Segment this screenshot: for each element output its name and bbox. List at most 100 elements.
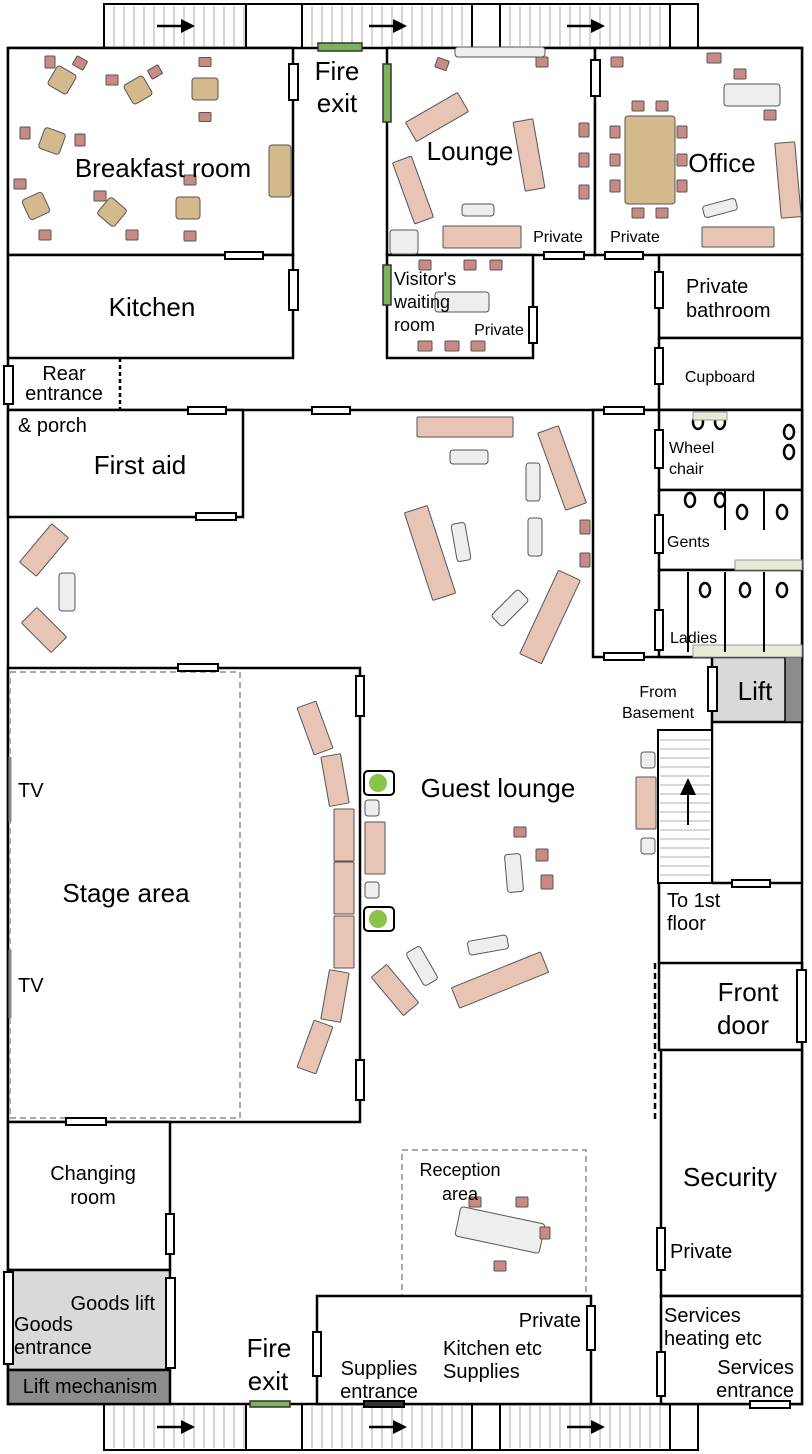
sofa xyxy=(296,700,334,756)
table xyxy=(191,77,219,101)
coffee-table xyxy=(491,589,529,627)
door xyxy=(654,609,664,651)
lift-mechanism-strip xyxy=(784,656,803,723)
chair xyxy=(105,74,119,86)
toilet-icon xyxy=(782,443,796,461)
chair xyxy=(463,259,477,271)
chair xyxy=(444,340,460,352)
coffee-table xyxy=(525,462,541,502)
coffee-table xyxy=(504,853,524,893)
front-door-room xyxy=(657,961,804,1052)
door xyxy=(165,1277,176,1369)
toilet-icon xyxy=(735,503,749,521)
label-private: Private xyxy=(474,322,524,339)
fire-door xyxy=(382,264,392,306)
sofa xyxy=(519,570,581,664)
furniture xyxy=(13,46,803,1272)
table xyxy=(175,196,201,220)
sofa xyxy=(451,951,549,1009)
stairs-arrow-head-icon xyxy=(680,778,696,795)
chair xyxy=(38,229,52,241)
chair xyxy=(198,112,212,122)
label-cupboard: Cupboard xyxy=(685,369,755,386)
label-fire-exit-top: exit xyxy=(317,88,358,118)
door xyxy=(654,429,664,469)
sink-counter xyxy=(692,411,728,421)
door xyxy=(355,675,365,717)
door xyxy=(224,251,264,260)
chair xyxy=(125,229,139,241)
chair xyxy=(44,55,56,69)
coffee-table xyxy=(640,751,656,769)
label-services-entrance: Services xyxy=(717,1357,794,1379)
gents-toilet xyxy=(657,488,804,572)
label-visitors-waiting: Visitor's xyxy=(394,269,456,289)
coffee-table xyxy=(58,572,76,612)
chair xyxy=(74,133,86,147)
label-tv: TV xyxy=(18,975,44,997)
stair-landing xyxy=(245,1403,303,1451)
label-kitchen: Kitchen xyxy=(109,292,196,322)
external-stairs-top xyxy=(103,3,699,49)
chair xyxy=(72,55,88,71)
door xyxy=(586,1305,596,1351)
stair-landing xyxy=(471,3,501,49)
plant-icon xyxy=(369,910,387,928)
first-aid-room xyxy=(6,408,245,519)
coffee-table xyxy=(450,522,472,562)
label-wheelchair: Wheel xyxy=(669,440,714,457)
door xyxy=(165,1213,175,1255)
coffee-table xyxy=(449,449,489,465)
kitchen-room xyxy=(6,253,295,360)
label-stage-area: Stage area xyxy=(62,878,190,908)
label-goods-entrance: entrance xyxy=(14,1337,92,1359)
label-private-bathroom: bathroom xyxy=(686,300,771,322)
label-visitors-waiting: room xyxy=(394,315,435,335)
chair xyxy=(631,100,645,112)
label-private-bathroom: Private xyxy=(686,276,748,298)
label-tv: TV xyxy=(18,780,44,802)
sofa xyxy=(333,808,355,862)
door xyxy=(195,512,237,521)
door xyxy=(312,1331,322,1377)
chair xyxy=(578,152,590,168)
chair xyxy=(93,190,107,202)
label-ladies: Ladies xyxy=(670,630,717,647)
toilet-icon xyxy=(782,423,796,441)
label-private: Private xyxy=(670,1241,732,1263)
sofa xyxy=(320,753,350,807)
table xyxy=(21,191,51,221)
internal-stairs xyxy=(657,729,713,884)
label-reception: Reception xyxy=(419,1160,500,1180)
sofa xyxy=(320,969,350,1023)
label-from-basement: From xyxy=(639,684,676,701)
table xyxy=(624,115,676,205)
label-private: Private xyxy=(519,1310,581,1332)
plant-icon xyxy=(369,774,387,792)
chair xyxy=(609,125,621,139)
chair xyxy=(609,179,621,193)
sofa xyxy=(333,861,355,915)
chair xyxy=(470,340,486,352)
sofa xyxy=(774,141,802,219)
arrow-head-icon xyxy=(393,19,407,33)
toilet-icon xyxy=(698,581,712,599)
sofa xyxy=(512,118,546,192)
label-reception: area xyxy=(442,1184,479,1204)
coffee-table xyxy=(461,203,495,217)
chair xyxy=(578,184,590,200)
table xyxy=(47,65,77,95)
stair-landing xyxy=(669,1403,699,1451)
sofa xyxy=(404,505,456,601)
chair xyxy=(539,1226,551,1240)
sofa xyxy=(371,964,419,1016)
fire-door xyxy=(317,42,363,52)
chair xyxy=(147,64,163,80)
chair xyxy=(198,57,212,67)
chair xyxy=(515,1196,529,1208)
sofa xyxy=(442,225,522,249)
table xyxy=(268,144,292,198)
chair xyxy=(733,68,747,80)
label-goods-lift: Goods lift xyxy=(71,1293,156,1315)
label-kitchen-supplies: Supplies xyxy=(443,1361,520,1383)
